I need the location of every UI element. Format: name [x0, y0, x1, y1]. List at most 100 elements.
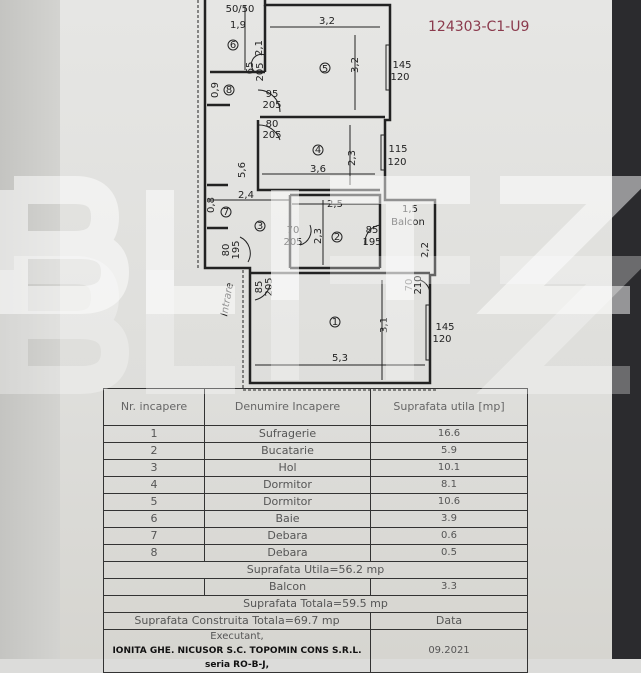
table-header: Nr. incapere Denumire Incapere Suprafata… [103, 388, 528, 426]
dim-door-bath-h: 205 [255, 62, 266, 81]
dim-door-balcony1-b: 210 [413, 275, 424, 294]
total-area: Suprafata Totala=59.5 mp [103, 595, 528, 613]
room-number: 1 [103, 425, 205, 443]
room-number: 5 [103, 493, 205, 511]
scan-background [0, 0, 70, 659]
dim-door5-a: 95 [266, 89, 279, 100]
dim-r5-w: 3,2 [319, 16, 335, 27]
date-value: 09.2021 [370, 629, 528, 673]
room-area: 16.6 [370, 425, 528, 443]
dim-r5-win-b: 120 [390, 72, 409, 83]
dim-r2-w: 2,5 [327, 199, 343, 210]
dim-entrance-door-b: 195 [231, 240, 242, 259]
room-2-marker: 2 [334, 232, 340, 243]
room-number: 2 [103, 442, 205, 460]
dim-bath-h: 2,1 [254, 40, 265, 56]
dim-door-bath: 65 [245, 62, 256, 75]
empty-cell [103, 578, 205, 596]
room-name: Debara [204, 544, 371, 562]
room-number: 7 [103, 527, 205, 545]
dim-r4-h: 2,3 [347, 150, 358, 166]
dim-door-balcony-b: 195 [362, 237, 381, 248]
dim-r7: 0,8 [206, 197, 217, 213]
dim-balcony-h: 2,2 [420, 242, 431, 258]
room-number: 4 [103, 476, 205, 494]
balcony-area: 3.3 [370, 578, 528, 596]
dim-r4-win-a: 115 [388, 144, 407, 155]
dim-r5-h: 3,2 [350, 57, 361, 73]
room-number: 6 [103, 510, 205, 528]
dim-door2-b: 205 [283, 237, 302, 248]
reference-code: 124303-C1-U9 [428, 19, 530, 35]
room-number: 3 [103, 459, 205, 477]
room-name: Sufragerie [204, 425, 371, 443]
dim-door4-a: 80 [266, 119, 279, 130]
date-label: Data [370, 612, 528, 630]
header-nr: Nr. incapere [103, 388, 205, 426]
room-5-marker: 5 [322, 64, 328, 75]
room-name: Bucatarie [204, 442, 371, 460]
room-number: 8 [103, 544, 205, 562]
dim-r1-h: 3,1 [379, 317, 390, 333]
room-name: Baie [204, 510, 371, 528]
dim-r2-h: 2,3 [313, 228, 324, 244]
bath-wall [210, 5, 267, 74]
room-area: 3.9 [370, 510, 528, 528]
balcony-name: Balcon [204, 578, 371, 596]
room-4-marker: 4 [315, 145, 321, 156]
dim-door-balcony-a: 85 [366, 225, 379, 236]
useful-total: Suprafata Utila=56.2 mp [103, 561, 528, 579]
built-total: Suprafata Construita Totala=69.7 mp [103, 612, 371, 630]
room-name: Hol [204, 459, 371, 477]
executor-label: Executant, [210, 631, 264, 642]
dim-bath-w: 1,9 [230, 20, 246, 31]
room-area: 0.6 [370, 527, 528, 545]
dim-r5-win-a: 145 [392, 60, 411, 71]
dim-r4-w: 3,6 [310, 164, 326, 175]
header-name: Denumire Incapere [204, 388, 371, 426]
room-1-marker: 1 [332, 317, 338, 328]
dim-door2-a: 70 [287, 225, 300, 236]
floor-plan: 5 4 3 2 1 6 7 8 50/50 1,9 2,1 3,2 3,2 14… [197, 0, 455, 391]
photo-edge [612, 0, 641, 659]
room-area: 10.6 [370, 493, 528, 511]
room-6-marker: 6 [230, 40, 236, 51]
dim-r1-win-b: 120 [432, 334, 451, 345]
dim-r1-win-a: 145 [435, 322, 454, 333]
door-swing [257, 89, 281, 113]
dim-door1-b: 205 [264, 277, 275, 296]
executor-name: IONITA GHE. NICUSOR S.C. TOPOMIN CONS S.… [112, 646, 362, 670]
room-name: Debara [204, 527, 371, 545]
room-area: 5.9 [370, 442, 528, 460]
dim-r4-win-b: 120 [387, 157, 406, 168]
room-3-marker: 3 [257, 221, 263, 232]
header-area: Suprafata utila [mp] [370, 388, 528, 426]
room-area: 8.1 [370, 476, 528, 494]
dim-door5-b: 205 [262, 100, 281, 111]
dim-r8: 0,9 [210, 82, 221, 98]
room-8-marker: 8 [226, 85, 232, 96]
dim-door4-b: 205 [262, 130, 281, 141]
executor-cell: Executant, IONITA GHE. NICUSOR S.C. TOPOM… [103, 629, 371, 673]
room-7-marker: 7 [223, 207, 229, 218]
balcony-label: Balcon [391, 217, 425, 228]
dim-hall-len: 5,6 [237, 162, 248, 178]
dim-door1-a: 85 [254, 281, 265, 294]
dim-bath-top: 50/50 [226, 4, 255, 15]
room-area: 0.5 [370, 544, 528, 562]
entrance-label: Intrare [219, 282, 236, 317]
dim-r1-w: 5,3 [332, 353, 348, 364]
room-area: 10.1 [370, 459, 528, 477]
room-name: Dormitor [204, 476, 371, 494]
dim-balcony-w: 1,5 [402, 204, 418, 215]
rooms-table: Nr. incapere Denumire Incapere Suprafata… [103, 388, 528, 673]
dim-hall-w: 2,4 [238, 190, 254, 201]
